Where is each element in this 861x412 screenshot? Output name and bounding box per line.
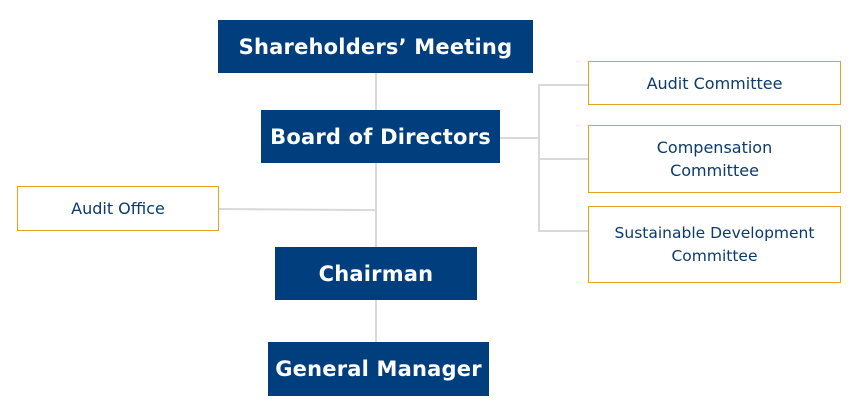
node-label: General Manager (275, 357, 482, 381)
sustainable-development-committee-node: Sustainable Development Committee (588, 206, 841, 283)
node-label: Compensation Committee (656, 138, 773, 180)
general-manager-node: General Manager (268, 342, 489, 396)
node-label: Sustainable Development Committee (614, 223, 815, 265)
audit-committee-node: Audit Committee (588, 61, 841, 105)
node-label: Audit Committee (646, 73, 783, 93)
chairman-node: Chairman (275, 247, 477, 300)
node-label: Shareholders’ Meeting (238, 34, 513, 59)
shareholders-meeting-node: Shareholders’ Meeting (218, 20, 533, 73)
node-label: Chairman (318, 261, 434, 286)
connector-audit-office (217, 208, 377, 212)
node-label: Board of Directors (270, 124, 491, 149)
connector-sustainable-committee (538, 230, 588, 232)
connector-board-to-committees (500, 137, 540, 139)
board-of-directors-node: Board of Directors (261, 110, 500, 163)
connector-main-vertical (375, 73, 377, 343)
connector-audit-committee (538, 84, 588, 86)
connector-compensation-committee (538, 158, 588, 160)
audit-office-node: Audit Office (17, 186, 219, 231)
node-label: Audit Office (71, 199, 165, 218)
compensation-committee-node: Compensation Committee (588, 125, 841, 193)
